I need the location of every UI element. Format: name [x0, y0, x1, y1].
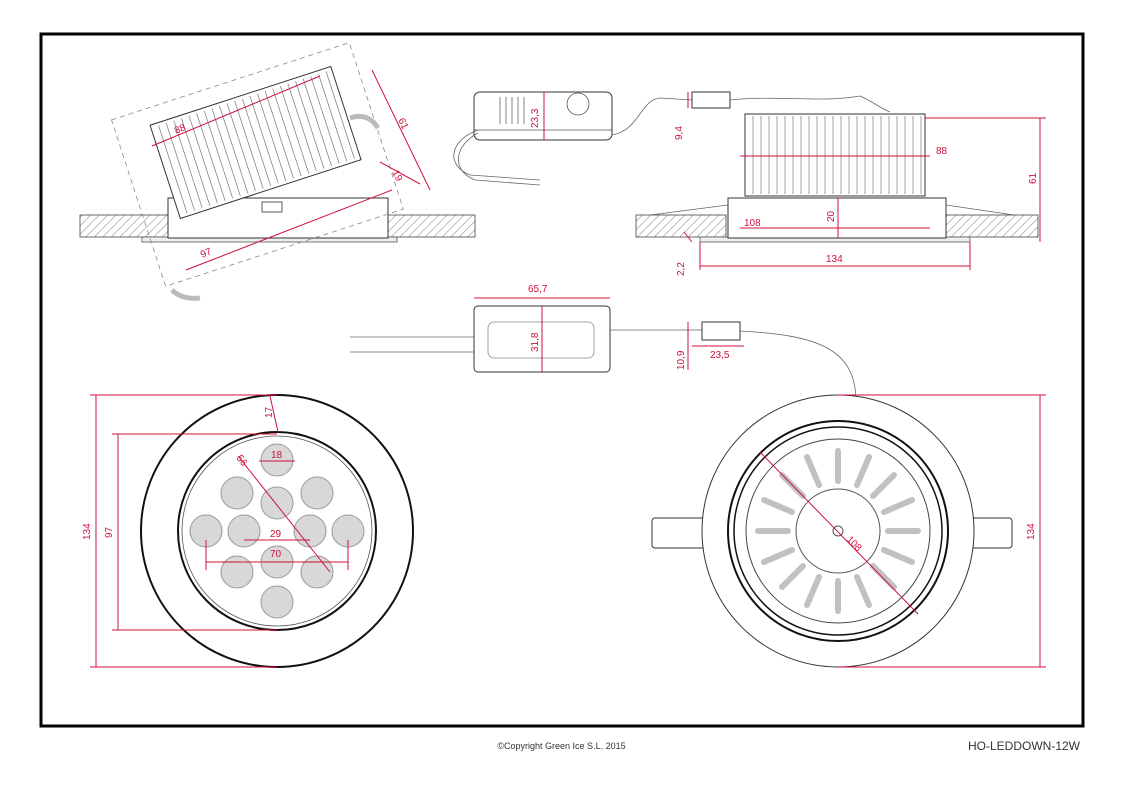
dim-front-center: 29	[270, 529, 282, 540]
dim-side-inner: 108	[744, 218, 761, 229]
dim-side-height: 61	[1028, 172, 1039, 184]
dim-side-depth: 20	[826, 210, 837, 222]
dim-back-outer: 134	[1026, 523, 1037, 540]
tilted-dimension-lines	[151, 69, 431, 271]
dim-front-outer: 134	[82, 523, 93, 540]
driver-side-view	[453, 91, 891, 186]
dim-driver-height: 23,3	[530, 108, 541, 128]
dim-connector-width: 23,5	[710, 350, 730, 361]
dim-front-led: 18	[271, 450, 283, 461]
back-view-dimension-lines	[759, 394, 1046, 668]
front-side-dimension-lines	[683, 117, 1046, 270]
dim-front-span: 70	[270, 549, 282, 560]
dim-tilt-cutout: 97	[199, 246, 214, 261]
dim-connector-depth: 10,9	[676, 350, 687, 370]
model-number: HO-LEDDOWN-12W	[967, 739, 1080, 753]
drawing-frame	[39, 32, 1085, 728]
dim-front-flange: 17	[264, 406, 275, 418]
dim-connector-height: 9,4	[674, 126, 685, 140]
dim-driver-length: 65,7	[528, 284, 548, 295]
dim-tilt-height: 61	[395, 116, 410, 131]
dim-tilt-width: 88	[173, 122, 188, 137]
copyright-text: ©Copyright Green Ice S.L. 2015	[497, 741, 626, 751]
dim-driver-width: 31,8	[530, 332, 541, 352]
front-side-view	[635, 113, 1039, 243]
driver-top-dimension-lines	[474, 297, 744, 372]
dim-side-width: 88	[936, 146, 948, 157]
dim-front-inner: 97	[104, 526, 115, 538]
front-view-dimension-lines	[90, 394, 349, 668]
back-view	[651, 394, 1013, 668]
dim-side-outer: 134	[826, 254, 843, 265]
driver-side-dimension-lines	[543, 92, 689, 140]
dim-tilt-offset: 19	[389, 168, 404, 183]
tilted-side-view	[79, 42, 476, 301]
dim-side-flange: 2,2	[676, 262, 687, 276]
